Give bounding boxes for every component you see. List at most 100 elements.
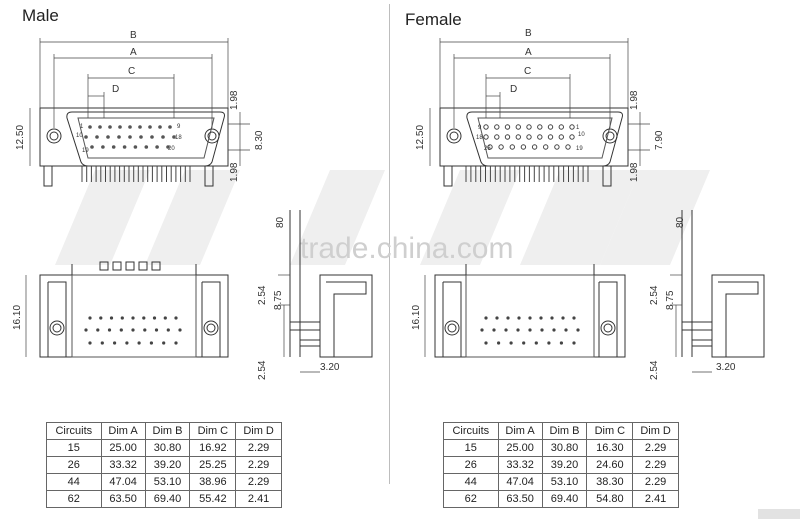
pin-dot	[150, 135, 154, 139]
table-cell: 26	[443, 456, 499, 474]
pin-dot	[106, 135, 110, 139]
male-dimension-lines	[29, 38, 250, 166]
table-cell: 54.80	[586, 490, 634, 508]
female-side-dims	[670, 274, 712, 373]
bottom-pin	[528, 316, 532, 320]
table-row: 62 63.50 69.40 55.42 2.41	[46, 490, 282, 508]
bottom-pin	[119, 328, 123, 332]
female-pin-26: 26	[484, 146, 491, 152]
female-pin-19: 19	[576, 146, 583, 152]
pin-socket	[483, 134, 489, 140]
female-dim-875: 8.75	[665, 290, 676, 310]
male-dim-body-height: 16.10	[12, 305, 23, 330]
table-row: 26 33.32 39.20 24.60 2.29	[443, 456, 679, 474]
pin-socket	[504, 124, 511, 130]
pin-dot	[98, 125, 102, 129]
table-cell: 62	[443, 490, 499, 508]
female-dim-80: 80	[675, 216, 686, 228]
bottom-pin	[572, 316, 576, 320]
bottom-pin	[559, 341, 564, 345]
female-front-view	[439, 107, 629, 187]
bottom-pin	[120, 316, 124, 320]
female-th-dim-b: Dim B	[541, 422, 588, 440]
male-dimension-table: Circuits Dim A Dim B Dim C Dim D 15 25.0…	[46, 422, 282, 508]
table-cell: 2.29	[632, 456, 679, 474]
pin-dot	[166, 145, 170, 149]
bottom-pin	[564, 328, 568, 332]
pin-dot	[172, 135, 176, 139]
female-th-dim-c: Dim C	[586, 422, 634, 440]
pin-socket	[515, 134, 521, 140]
female-dim-d: D	[510, 84, 517, 95]
table-cell: 69.40	[541, 490, 588, 508]
corner-stamp	[758, 509, 800, 519]
male-dim-b: B	[130, 30, 137, 41]
female-bottom-pins	[480, 316, 580, 345]
panel-divider	[389, 4, 390, 484]
bottom-pin	[88, 341, 92, 345]
bottom-pin	[522, 341, 526, 345]
pin-dot	[139, 135, 143, 139]
table-cell: 53.10	[541, 473, 588, 491]
table-cell: 55.42	[189, 490, 237, 508]
bottom-pin	[484, 316, 488, 320]
table-cell: 25.00	[497, 439, 543, 457]
bottom-pin	[152, 316, 157, 320]
bottom-pin	[154, 328, 159, 332]
bottom-pin	[547, 341, 551, 345]
table-cell: 15	[46, 439, 102, 457]
male-th-dim-d: Dim D	[235, 422, 282, 440]
pin-dot	[148, 125, 152, 129]
table-cell: 33.32	[497, 456, 543, 474]
male-side-dims	[278, 274, 320, 373]
watermark-text: trade.china.com	[300, 232, 513, 265]
bottom-pin	[149, 341, 153, 345]
female-th-dim-d: Dim D	[632, 422, 679, 440]
table-cell: 39.20	[541, 456, 588, 474]
pin-socket	[543, 144, 549, 150]
pin-socket	[558, 134, 564, 140]
pin-socket	[547, 134, 554, 140]
pin-dot	[138, 125, 142, 129]
table-cell: 47.04	[497, 473, 543, 491]
male-dim-mid: 8.30	[254, 130, 265, 150]
pin-socket	[569, 134, 575, 140]
table-cell: 2.41	[632, 490, 679, 508]
bottom-pin	[84, 328, 88, 332]
female-th-circuits: Circuits	[443, 422, 499, 440]
pin-socket	[558, 124, 564, 130]
bottom-pin	[495, 316, 499, 320]
pin-socket	[547, 124, 554, 130]
female-bottom-view	[434, 264, 626, 358]
bottom-pin	[174, 341, 178, 345]
bottom-pin	[576, 328, 580, 332]
pin-socket	[509, 144, 515, 150]
table-cell: 30.80	[144, 439, 191, 457]
male-front-view	[39, 107, 229, 187]
pin-socket	[531, 144, 538, 150]
male-dim-c: C	[128, 66, 135, 77]
bottom-pin	[166, 328, 170, 332]
bottom-pin	[528, 328, 532, 332]
male-pin-10: 10	[76, 133, 83, 139]
male-dim-254a: 2.54	[257, 285, 268, 305]
pin-socket	[494, 134, 500, 140]
table-cell: 25.00	[100, 439, 146, 457]
pin-socket	[515, 124, 521, 130]
table-cell: 39.20	[144, 456, 191, 474]
male-dim-320: 3.20	[320, 362, 340, 373]
table-cell: 63.50	[497, 490, 543, 508]
table-cell: 2.41	[235, 490, 282, 508]
male-side-view	[289, 210, 373, 358]
bottom-pin	[539, 316, 543, 320]
pin-dot	[161, 135, 165, 139]
bottom-pin	[509, 341, 513, 345]
pin-socket	[526, 124, 532, 130]
bottom-pin	[125, 341, 129, 345]
pin-dot	[95, 135, 99, 139]
pin-dot	[90, 145, 94, 149]
bottom-pin	[174, 316, 178, 320]
table-cell: 33.32	[100, 456, 146, 474]
table-cell: 44	[443, 473, 499, 491]
bottom-pin	[504, 328, 508, 332]
